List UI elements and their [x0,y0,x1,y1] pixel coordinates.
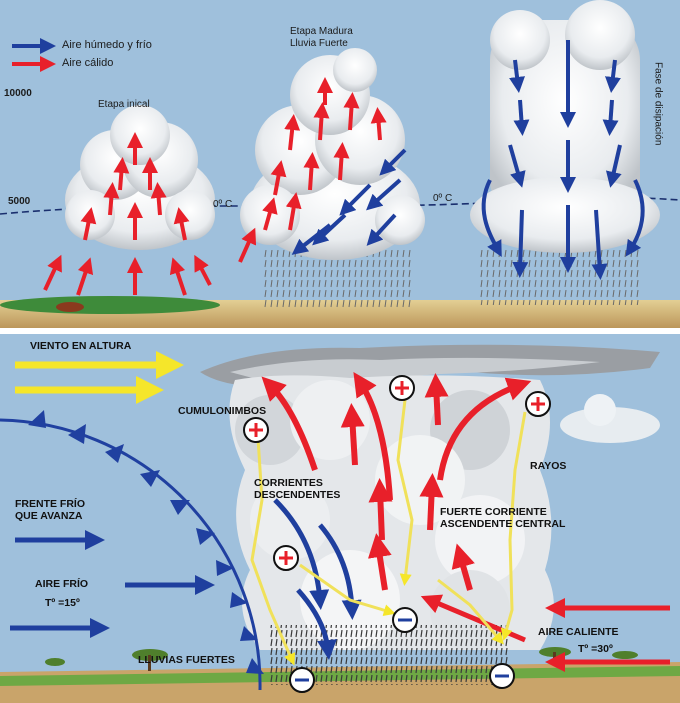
lightning-bolts [250,399,527,666]
charge-positive-3 [525,391,551,417]
freezing-label-1: 0º C [213,199,233,210]
altitude-5000: 5000 [8,196,31,207]
central-updraft [261,371,532,591]
charge-positive-4 [273,545,299,571]
cold-air-label: AIRE FRÍO [35,578,89,590]
stage-initial-label: Etapa inical [98,99,150,110]
freezing-label-2: 0º C [433,193,453,204]
lightning-label: RAYOS [530,460,567,472]
legend-cold-label: Aire húmedo y frío [62,39,152,51]
house-icon [56,302,84,312]
stage-mature-rain-label: Lluvia Fuerte [290,38,348,49]
legend-warm-label: Aire cálido [62,57,114,69]
cold-air-arrows [10,530,215,638]
grass-patch [0,296,220,314]
updraft-label-2: ASCENDENTE CENTRAL [440,518,566,530]
cold-front-label-1: FRENTE FRÍO [15,498,85,510]
downdrafts-label-2: DESCENDENTES [254,489,341,501]
cumulonimbus-label: CUMULONIMBOS [178,405,267,417]
rain-dissipation [480,250,640,305]
warm-air-label: AIRE CALIENTE [538,626,619,638]
cold-front-label-2: QUE AVANZA [15,510,83,522]
downdrafts-label-1: CORRIENTES [254,477,323,489]
charge-negative-2 [289,667,315,693]
heavy-rain-label: LLUVIAS FUERTES [138,654,235,666]
background-cloud [560,394,660,443]
charge-negative-1 [392,607,418,633]
panel-divider [0,328,680,334]
cold-air-temperature: Tº =15º [45,597,80,609]
rain-mature [262,250,412,310]
cloud-dissipation [470,0,660,305]
warm-air-temperature: Tº =30º [578,643,613,655]
downdrafts-mature [291,148,407,255]
charge-positive-1 [243,417,269,443]
bottom-panel [0,334,680,703]
wind-aloft-label: VIENTO EN ALTURA [30,340,132,352]
top-panel [0,0,680,330]
stage-dissipation-label: Fase de disipación [652,62,664,146]
altitude-10000: 10000 [4,88,32,99]
cold-front [0,410,264,691]
charge-positive-2 [389,375,415,401]
updraft-label-1: FUERTE CORRIENTE [440,506,547,518]
updrafts-mature [238,77,387,263]
downdrafts-dissipation [481,40,645,280]
updrafts-initial [43,132,212,296]
charge-negative-3 [489,663,515,689]
stage-mature-label: Etapa Madura [290,26,353,37]
